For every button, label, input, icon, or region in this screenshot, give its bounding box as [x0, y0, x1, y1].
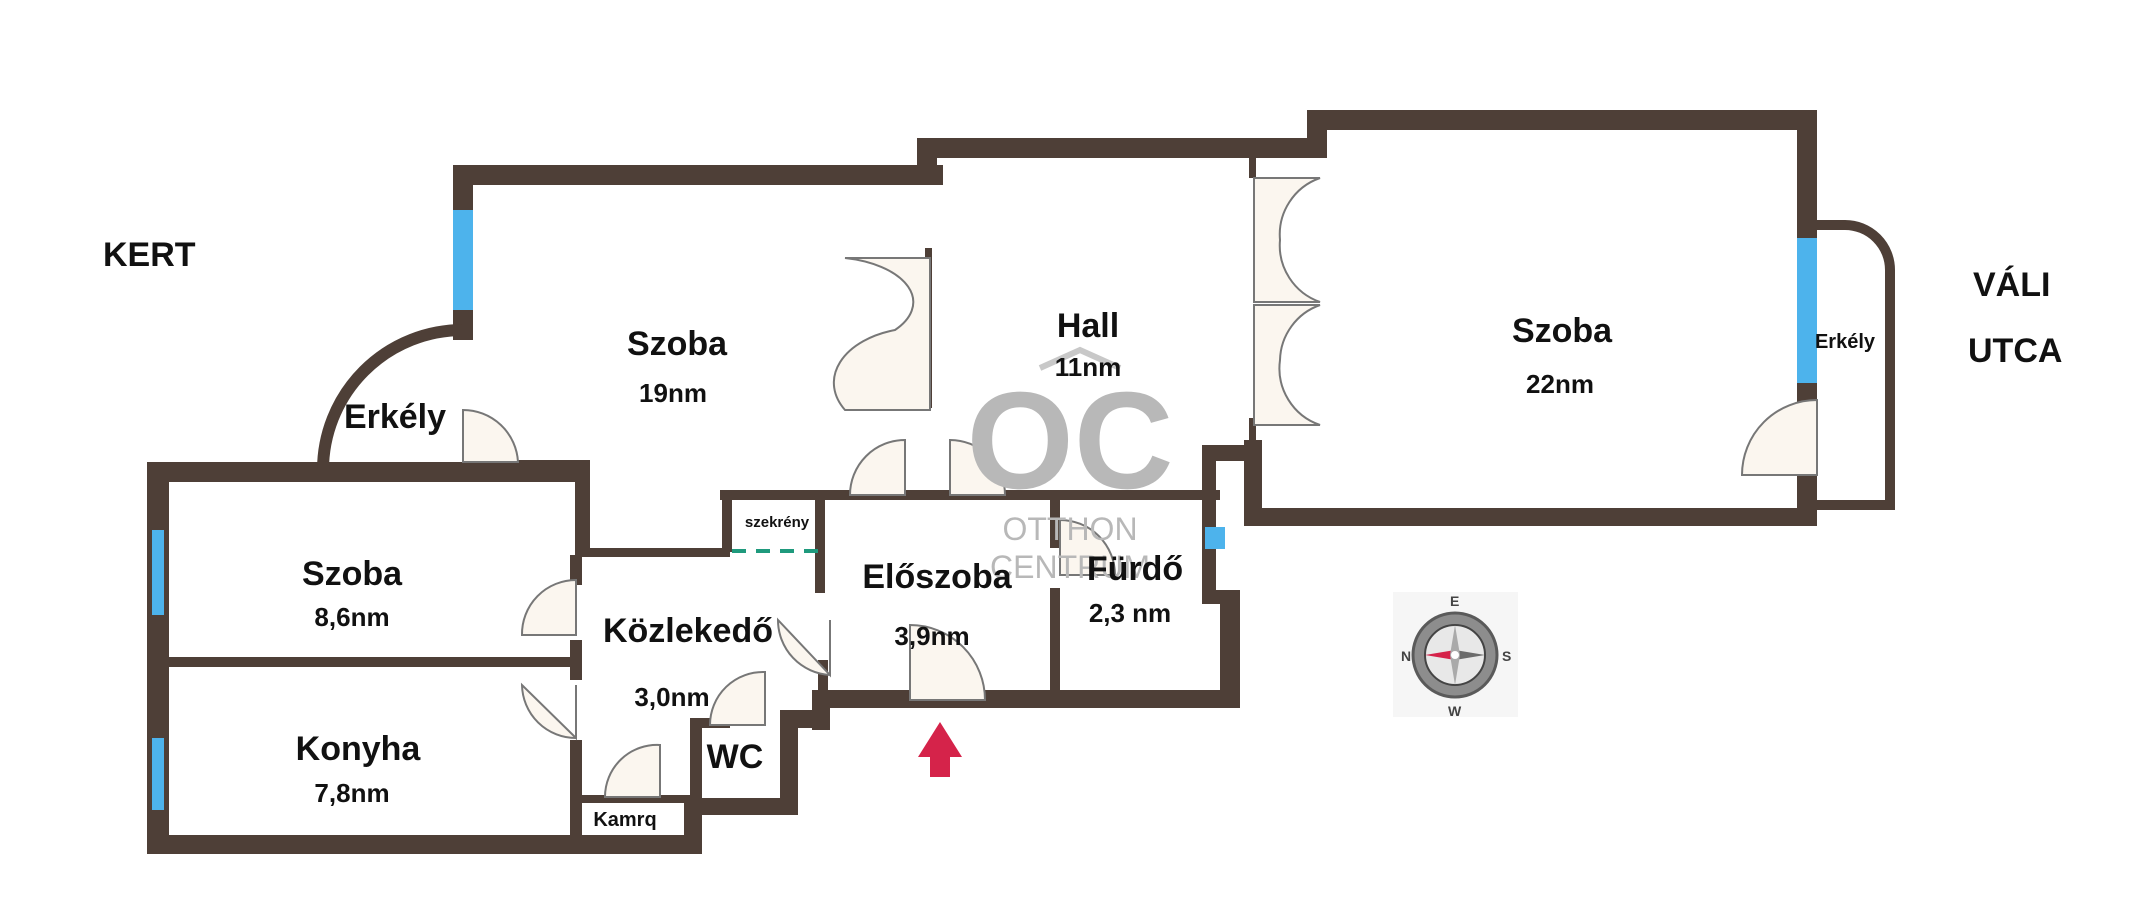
- door-szoba19-eloszoba: [848, 438, 906, 496]
- label-szekreny: szekrény: [745, 514, 810, 531]
- door-kamra: [603, 743, 661, 798]
- door-furdo: [1059, 518, 1117, 576]
- window-szoba86: [152, 530, 164, 615]
- room-name-hall: Hall: [1057, 307, 1119, 345]
- room-name-szoba22: Szoba: [1512, 312, 1613, 350]
- right-balcony-wall: [1817, 220, 1895, 510]
- door-szoba86: [520, 578, 577, 636]
- room-area-szoba19: 19nm: [639, 378, 707, 408]
- watermark-line1: OTTHON: [1002, 511, 1137, 547]
- room-name-konyha: Konyha: [296, 730, 422, 768]
- watermark-line2: CENTRUM: [990, 549, 1150, 585]
- label-kert: KERT: [103, 236, 196, 274]
- entrance-arrow-icon: [918, 722, 962, 777]
- room-area-eloszoba: 3,9nm: [894, 621, 969, 651]
- room-area-hall: 11nm: [1055, 352, 1122, 382]
- room-name-eloszoba: Előszoba: [862, 558, 1012, 596]
- label-utca: UTCA: [1968, 332, 2062, 370]
- watermark-roof-icon: [1038, 346, 1122, 371]
- window-szoba22: [1797, 238, 1817, 383]
- label-vali: VÁLI: [1973, 266, 2050, 304]
- room-name-szoba19: Szoba: [627, 325, 728, 363]
- door-hall-eloszoba: [949, 438, 1007, 496]
- door-wc: [708, 670, 766, 726]
- compass-letter-e: E: [1450, 593, 1459, 609]
- room-area-kozlekedo: 3,0nm: [634, 682, 709, 712]
- window-szoba19: [453, 210, 473, 310]
- labels: KERT VÁLI UTCA Szoba 19nm Hall 11nm Szob…: [103, 236, 2062, 831]
- watermark-logo: OC: [967, 364, 1174, 518]
- window-furdo: [1205, 527, 1225, 549]
- room-name-furdo: Fürdő: [1087, 550, 1183, 588]
- compass-letter-n: N: [1401, 648, 1411, 664]
- room-name-erkely-right: Erkély: [1815, 331, 1876, 353]
- compass-center-icon: [1451, 651, 1459, 659]
- windows: [152, 210, 1817, 810]
- compass-needle-east-icon: [1450, 625, 1460, 655]
- room-name-kamra: Kamrq: [593, 809, 656, 831]
- room-name-erkely-left: Erkély: [344, 398, 446, 436]
- door-erkely-left: [462, 408, 520, 463]
- room-name-wc: WC: [707, 738, 764, 776]
- door-kozlekedo-eloszoba: [776, 617, 831, 678]
- door-konyha: [520, 682, 577, 741]
- compass: N E S W: [1393, 592, 1518, 719]
- window-konyha: [152, 738, 164, 810]
- door-entrance: [909, 623, 987, 701]
- door-hall-right-top: [1253, 177, 1321, 303]
- compass-letter-w: W: [1448, 703, 1462, 719]
- room-area-szoba22: 22nm: [1526, 369, 1594, 399]
- room-name-szoba86: Szoba: [302, 555, 403, 593]
- room-area-konyha: 7,8nm: [314, 778, 389, 808]
- door-erkely-right: [1740, 398, 1818, 476]
- compass-needle-south-icon: [1455, 650, 1485, 660]
- compass-needle-north-icon: [1425, 650, 1455, 660]
- room-name-kozlekedo: Közlekedő: [603, 612, 773, 650]
- doors: [462, 177, 1818, 798]
- door-hall-right-bottom: [1253, 304, 1321, 426]
- compass-needle-west-icon: [1450, 655, 1460, 685]
- door-hall-left: [832, 257, 931, 411]
- watermark: OC OTTHON CENTRUM: [967, 346, 1174, 585]
- left-balcony-wall: [317, 324, 464, 471]
- room-area-szoba86: 8,6nm: [314, 602, 389, 632]
- compass-letter-s: S: [1502, 648, 1511, 664]
- room-area-furdo: 2,3 nm: [1089, 598, 1171, 628]
